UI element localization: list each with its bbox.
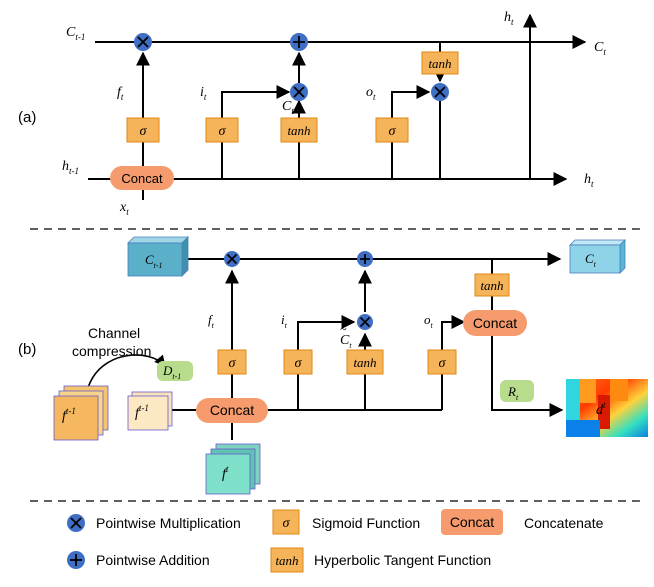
a-tanh-text: tanh <box>287 123 310 138</box>
b-d-prev-label: Dt-1 <box>162 363 181 381</box>
b-depth-label: dt <box>596 400 606 418</box>
b-f-label: ft <box>208 312 215 330</box>
b-o-line <box>441 315 466 410</box>
b-concat-box <box>196 398 268 423</box>
legend-concat-symbol: Concat <box>450 514 494 530</box>
a-o-label: ot <box>366 85 376 102</box>
b-concat-out-box <box>463 310 527 336</box>
b-r-label: Rt <box>507 384 519 402</box>
a-h-out-label: ht <box>584 172 594 189</box>
a-o-line <box>391 85 431 179</box>
a-i-line <box>221 85 291 179</box>
b-tanh-text: tanh <box>353 355 376 370</box>
a-c-out-label: Ct <box>594 40 606 57</box>
b-f-sigma: σ <box>229 356 237 371</box>
b-channel-compression-2: compression <box>72 343 151 359</box>
legend-tanh-text: Hyperbolic Tangent Function <box>314 552 491 568</box>
a-tanh-box <box>280 117 318 143</box>
b-feature-small-label: ft-1 <box>135 403 149 421</box>
b-concat-text: Concat <box>210 402 254 418</box>
a-cell-tanh-box <box>421 51 459 75</box>
legend-tanh-symbol: tanh <box>275 553 298 568</box>
a-c-prev-label: Ct-1 <box>66 25 85 42</box>
a-add-cell <box>290 33 308 51</box>
panel-b: Ct-1 Ct σ σ tanh σ tanh Concat Concat <box>18 236 648 495</box>
b-feature-stack-big <box>53 385 109 441</box>
b-out-line <box>491 336 564 417</box>
b-panel-label: (b) <box>18 341 36 358</box>
a-cell-tanh-text: tanh <box>428 56 451 71</box>
a-mult-forget <box>134 33 152 51</box>
a-h-top-label: ht <box>504 10 514 27</box>
a-f-label: ft <box>117 85 124 102</box>
legend-sigma-icon <box>272 509 300 535</box>
a-x-label: xt <box>119 200 129 217</box>
b-channel-compression-1: Channel <box>88 325 140 341</box>
b-cell-tanh-text: tanh <box>480 278 503 293</box>
a-f-sigma: σ <box>140 124 148 139</box>
b-cell-tanh-box <box>474 273 510 297</box>
b-c-prev-cube <box>127 236 189 277</box>
legend-mult-icon <box>67 514 85 532</box>
legend-add-icon <box>67 551 85 569</box>
b-c-out-cube <box>569 239 626 274</box>
a-mult-input <box>290 83 308 101</box>
legend: Pointwise Multiplication σ Sigmoid Funct… <box>67 509 604 573</box>
b-r-tag <box>500 380 534 402</box>
legend-sigma-symbol: σ <box>283 516 291 531</box>
b-mult-input <box>357 314 373 330</box>
a-c-tilde-label: Ct <box>282 99 294 116</box>
panel-a: σ σ tanh σ tanh Concat (a) Ct-1 <box>18 10 606 217</box>
a-o-sigma: σ <box>389 124 397 139</box>
a-i-sigma-box <box>205 117 239 143</box>
b-mult-forget <box>224 251 240 267</box>
b-feature-t-label: ft <box>222 464 229 482</box>
b-tanh-box <box>346 349 384 375</box>
b-i-label: it <box>281 312 288 330</box>
b-o-label: ot <box>424 312 434 330</box>
b-c-tilde-label: Ct <box>340 333 352 350</box>
b-feature-small <box>127 391 173 431</box>
legend-concat-icon <box>441 509 503 535</box>
b-i-line <box>297 315 356 410</box>
b-add-cell <box>357 251 373 267</box>
legend-add-text: Pointwise Addition <box>96 552 210 568</box>
a-i-sigma: σ <box>219 124 227 139</box>
legend-mult-text: Pointwise Multiplication <box>96 515 241 531</box>
a-h-prev-label: ht-1 <box>62 159 79 176</box>
a-o-sigma-box <box>375 117 409 143</box>
b-d-prev-tag <box>157 361 193 381</box>
b-o-sigma: σ <box>439 356 447 371</box>
b-feature-big-label: ft-1 <box>62 406 76 424</box>
b-i-sigma: σ <box>295 356 303 371</box>
b-f-sigma-box <box>217 349 247 375</box>
legend-concat-text: Concatenate <box>524 515 604 531</box>
a-mult-output <box>431 83 449 101</box>
legend-sigma-text: Sigmoid Function <box>312 515 420 531</box>
b-concat-out-text: Concat <box>473 315 517 331</box>
b-feature-t-stack <box>205 443 261 495</box>
legend-tanh-icon <box>270 547 304 573</box>
b-i-sigma-box <box>283 349 313 375</box>
a-panel-label: (a) <box>18 109 36 126</box>
b-c-prev-label: Ct-1 <box>145 252 163 270</box>
a-concat-box <box>110 166 174 190</box>
b-compression-arc <box>87 354 166 389</box>
a-f-sigma-box <box>126 117 160 143</box>
a-i-label: it <box>200 85 207 102</box>
b-c-tilde-mark: ~ <box>340 322 347 336</box>
b-depth-map-image <box>566 379 648 437</box>
b-o-sigma-box <box>427 349 457 375</box>
b-c-out-label: Ct <box>585 251 597 269</box>
a-concat-text: Concat <box>121 171 163 186</box>
